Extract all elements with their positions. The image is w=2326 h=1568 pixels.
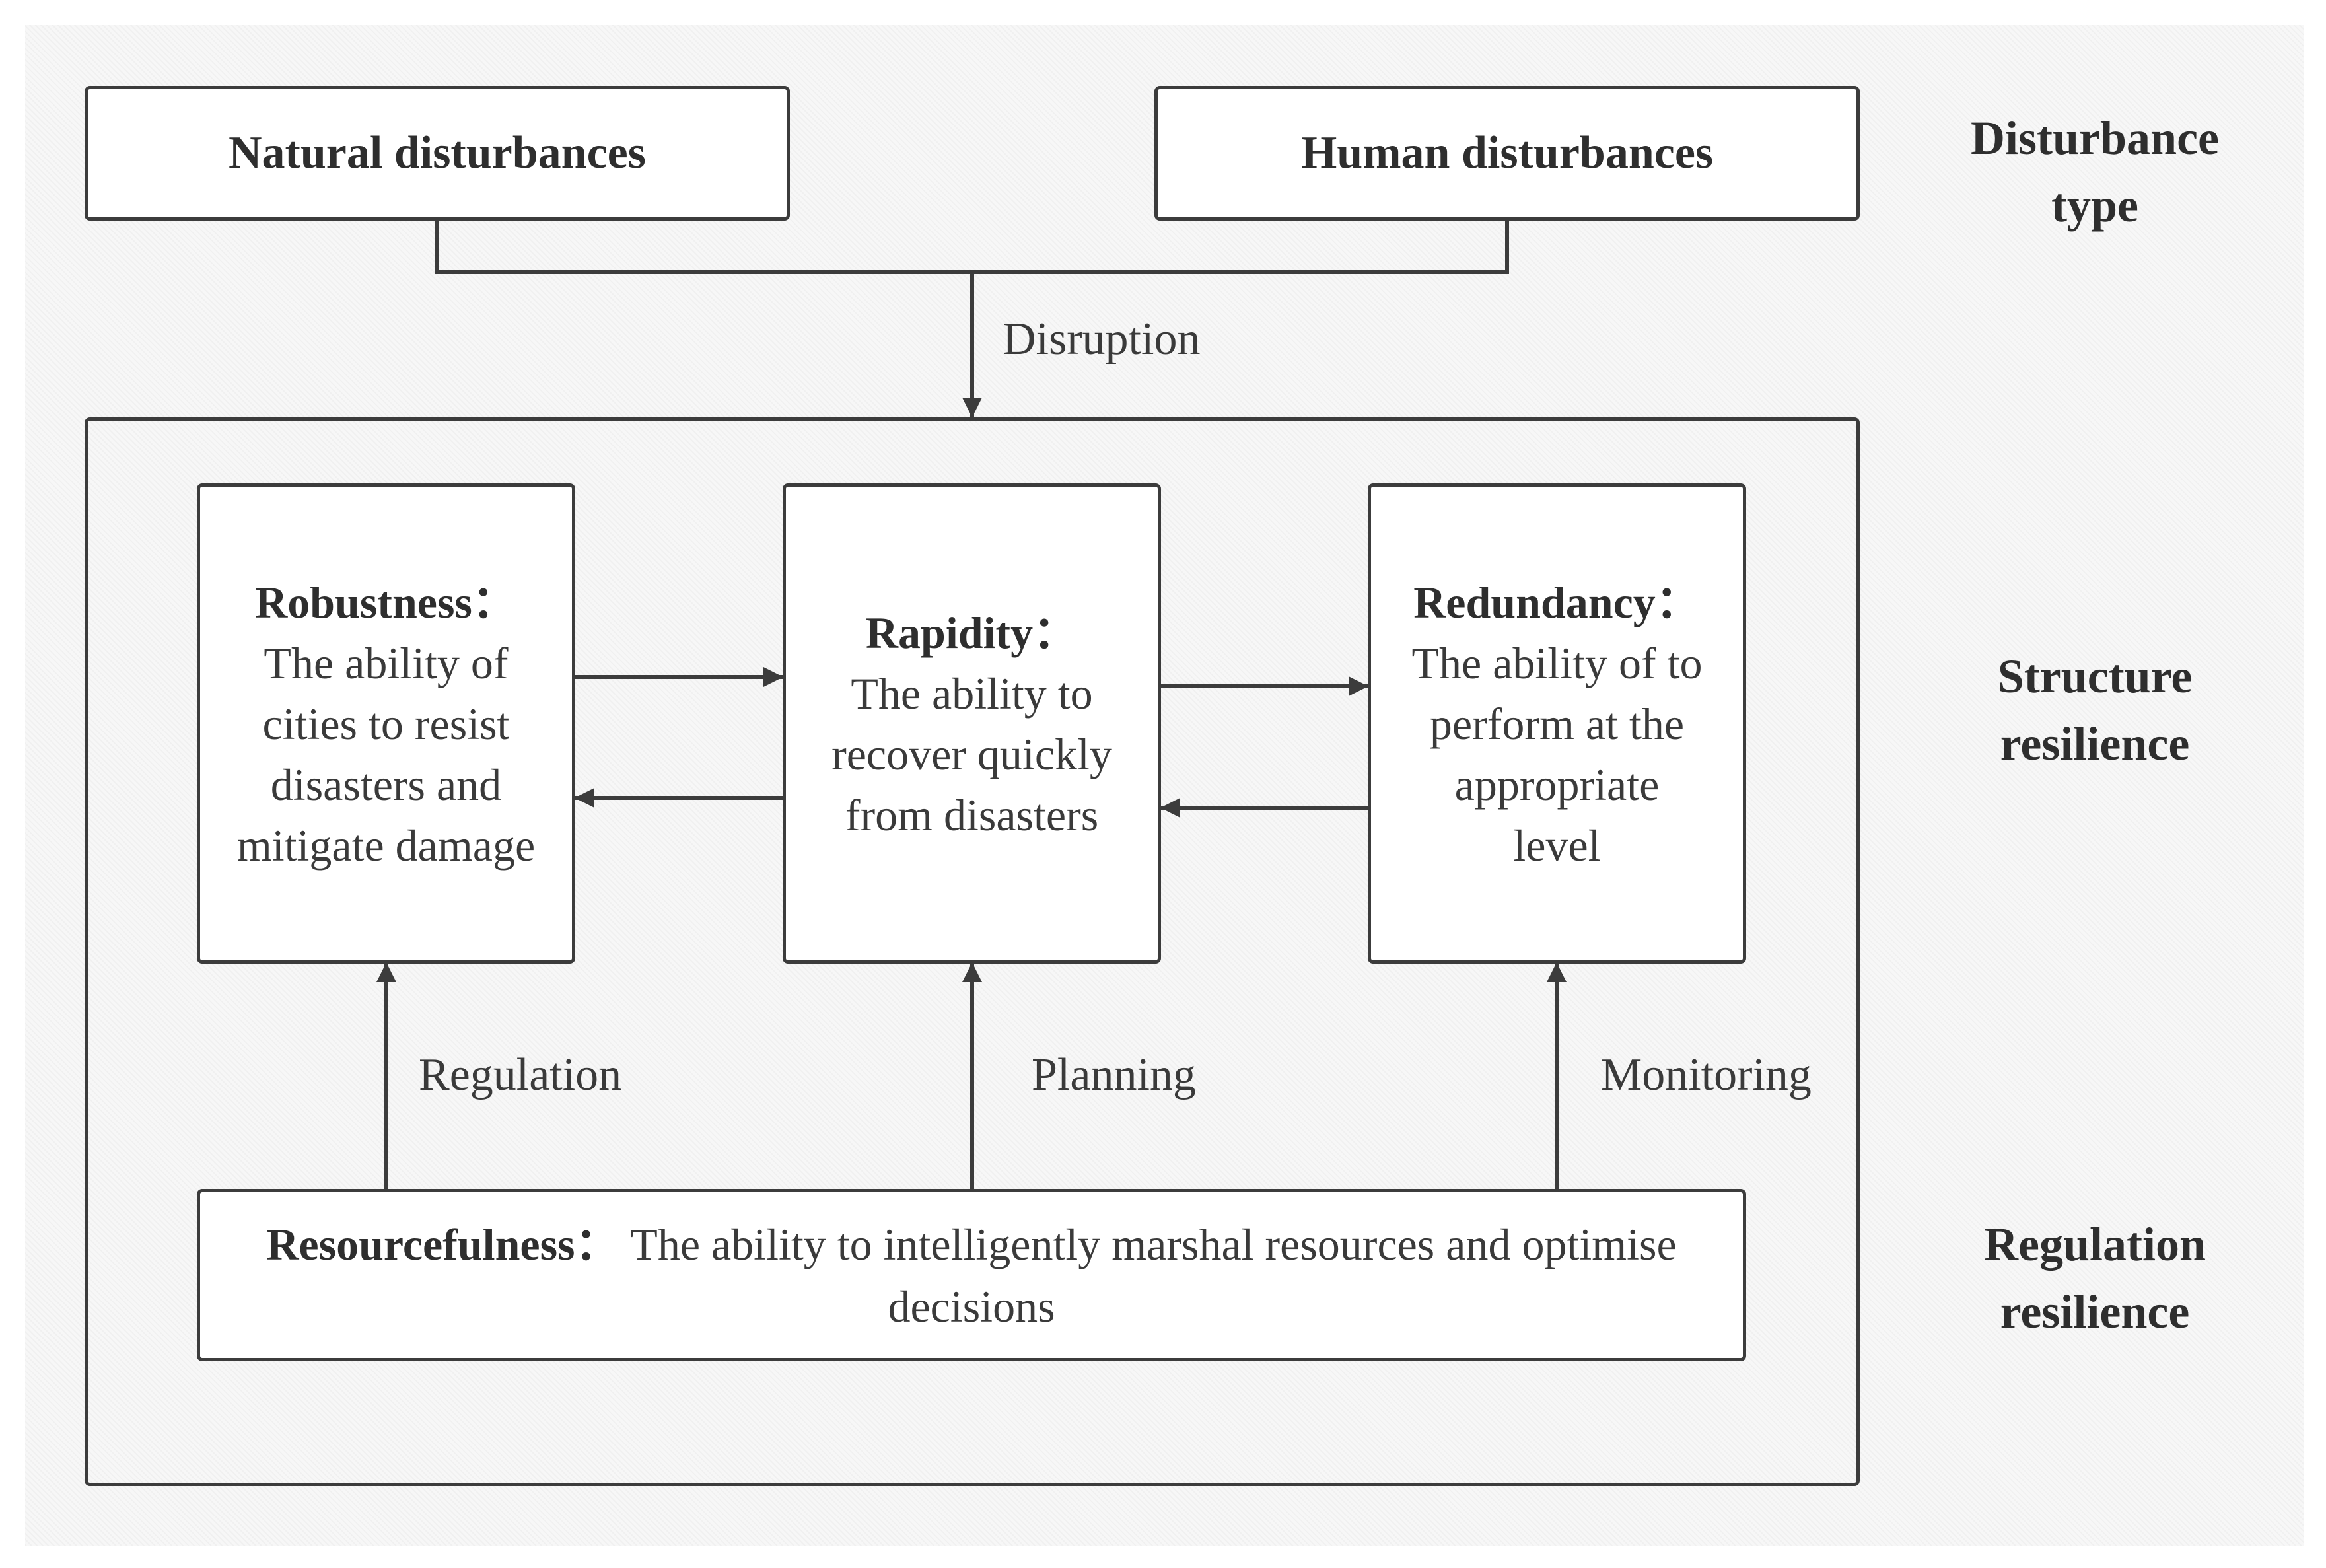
robustness-line-4: mitigate damage <box>236 820 536 871</box>
merge-connector <box>435 220 1509 274</box>
redundancy-title: Redundancy： <box>1413 577 1701 627</box>
rapidity-line-3: from disasters <box>845 789 1099 840</box>
rapidity-box: Rapidity： The ability to recover quickly… <box>783 483 1161 964</box>
human-disturbances-box: Human disturbances <box>1154 86 1860 221</box>
redundancy-text: Redundancy： The ability of to perform at… <box>1411 572 1702 876</box>
resilience-frame <box>85 417 1860 1486</box>
robustness-line-2: cities to resist <box>262 698 510 749</box>
structure-resilience-label: Structure resilience <box>1997 650 2193 770</box>
resourcefulness-title: Resourcefulness： <box>266 1219 620 1269</box>
robustness-title: Robustness： <box>255 577 517 627</box>
human-disturbances-label: Human disturbances <box>1300 127 1714 178</box>
planning-label: Planning <box>1032 1050 1196 1100</box>
robustness-box: Robustness： The ability of cities to res… <box>197 483 575 964</box>
disturbance-type-label: Disturbance type <box>1971 112 2219 232</box>
regulation-resilience-label: Regulation resilience <box>1983 1218 2206 1338</box>
disruption-label: Disruption <box>1003 314 1201 365</box>
natural-disturbances-label: Natural disturbances <box>229 127 646 178</box>
redundancy-line-1: The ability of to <box>1411 637 1703 688</box>
redundancy-line-4: level <box>1513 820 1601 871</box>
rapidity-text: Rapidity： The ability to recover quickly… <box>831 602 1112 845</box>
natural-disturbances-box: Natural disturbances <box>85 86 790 221</box>
redundancy-line-3: appropriate <box>1454 759 1660 810</box>
rapidity-line-1: The ability to <box>851 668 1093 719</box>
rapidity-title: Rapidity： <box>865 607 1078 658</box>
regulation-label: Regulation <box>419 1050 622 1100</box>
resourcefulness-text: Resourcefulness： The ability to intellig… <box>245 1213 1698 1337</box>
monitoring-label: Monitoring <box>1601 1050 1812 1100</box>
robustness-line-1: The ability of <box>264 637 509 688</box>
redundancy-line-2: perform at the <box>1429 698 1685 749</box>
resourcefulness-box: Resourcefulness： The ability to intellig… <box>197 1189 1746 1361</box>
resourcefulness-description: The ability to intelligently marshal res… <box>630 1219 1677 1332</box>
redundancy-box: Redundancy： The ability of to perform at… <box>1368 483 1746 964</box>
robustness-line-3: disasters and <box>270 759 502 810</box>
robustness-text: Robustness： The ability of cities to res… <box>237 572 535 876</box>
rapidity-line-2: recover quickly <box>831 729 1112 779</box>
